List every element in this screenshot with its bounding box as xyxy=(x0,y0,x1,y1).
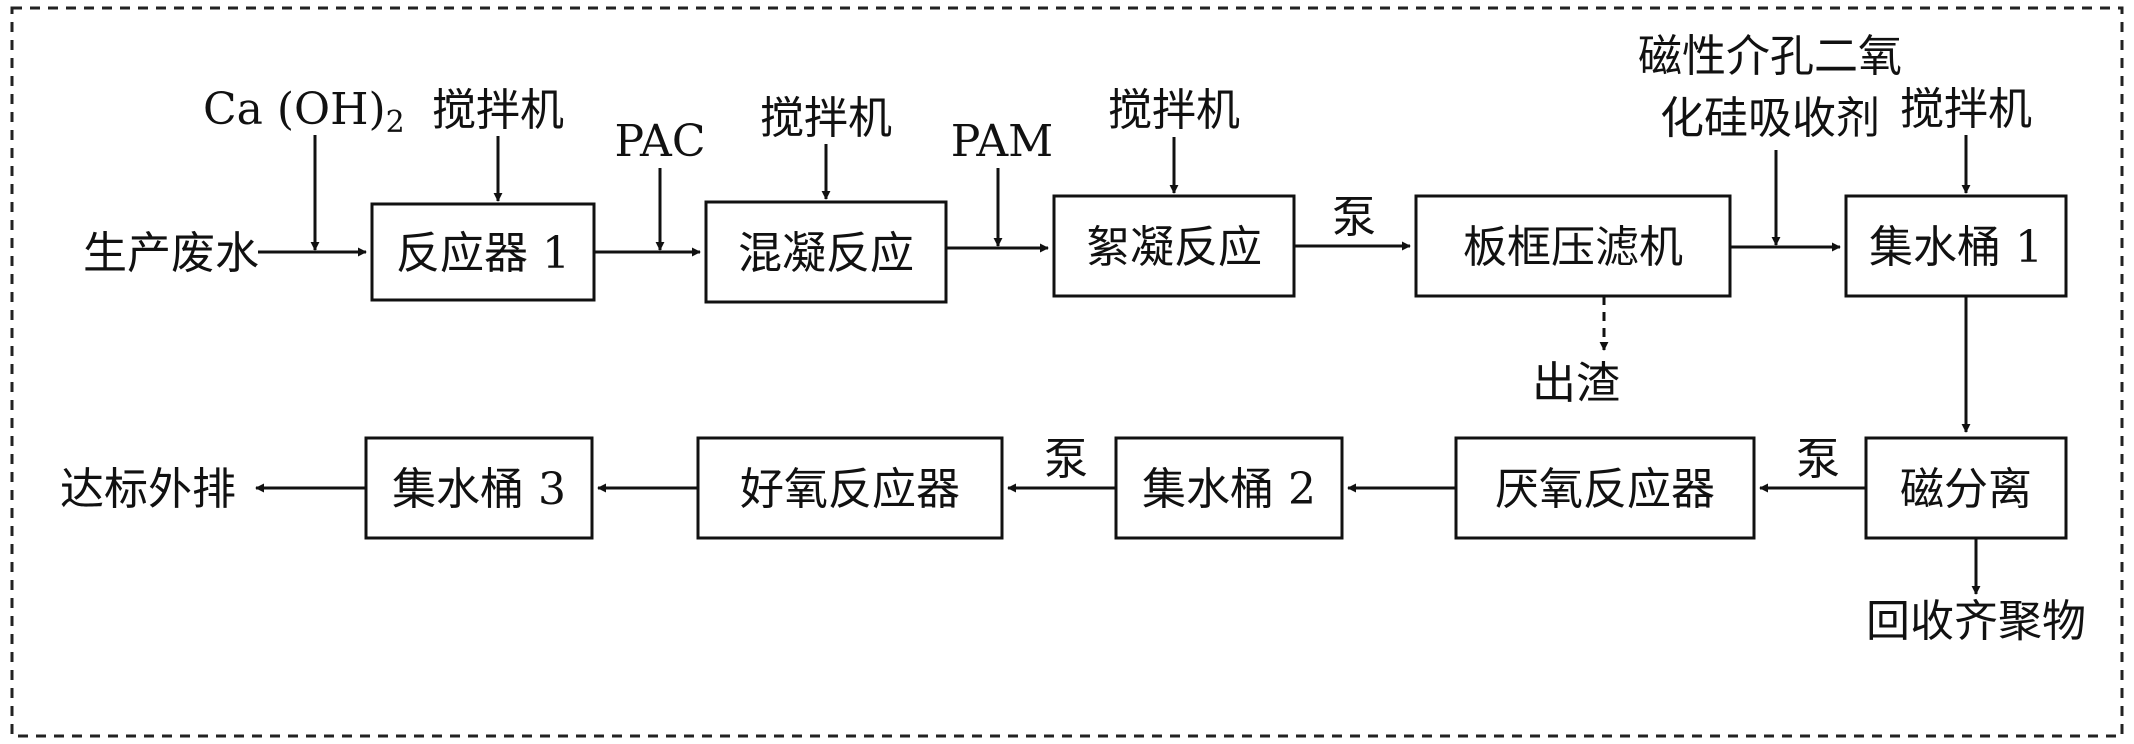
pam-label: PAM xyxy=(951,116,1053,167)
aerobic-box xyxy=(696,436,1004,540)
pump-label-1: 泵 xyxy=(1332,192,1376,243)
outer-frame xyxy=(10,6,2124,738)
tank-3-box xyxy=(364,436,594,540)
aerobic-label: 好氧反应器 xyxy=(740,464,960,515)
stirrer-label-4: 搅拌机 xyxy=(1900,84,2032,135)
recovered-label: 回收齐聚物 xyxy=(1866,596,2086,647)
filter-press-label: 板框压滤机 xyxy=(1463,222,1683,273)
filter-press-box xyxy=(1414,194,1732,298)
wastewater-label: 生产废水 xyxy=(83,228,259,279)
flocculation-label: 絮凝反应 xyxy=(1086,222,1262,273)
stirrer-label-1: 搅拌机 xyxy=(432,85,564,136)
reactor-1-label: 反应器 1 xyxy=(396,228,570,279)
adsorbent-label-line1: 磁性介孔二氧 xyxy=(1638,31,1902,82)
pump-label-3: 泵 xyxy=(1044,434,1088,485)
coagulation-label: 混凝反应 xyxy=(738,228,914,279)
tank-2-label: 集水桶 2 xyxy=(1142,464,1316,515)
pump-label-2: 泵 xyxy=(1796,434,1840,485)
caoh2-label: Ca (OH)2 xyxy=(203,84,405,140)
pac-label: PAC xyxy=(614,116,705,167)
flocculation-box xyxy=(1052,194,1296,298)
magnetic-separation-box xyxy=(1864,436,2068,540)
magnetic-separation-label: 磁分离 xyxy=(1900,464,2032,515)
tank-3-label: 集水桶 3 xyxy=(392,464,566,515)
residue-label: 出渣 xyxy=(1532,358,1620,409)
anaerobic-label: 厌氧反应器 xyxy=(1495,464,1715,515)
tank-1-label: 集水桶 1 xyxy=(1869,222,2043,273)
coagulation-box xyxy=(704,200,948,304)
tank-2-box xyxy=(1114,436,1344,540)
adsorbent-label-line2: 化硅吸收剂 xyxy=(1660,93,1880,144)
reactor-1-box xyxy=(370,202,596,302)
discharge-label: 达标外排 xyxy=(60,464,236,515)
stirrer-label-2: 搅拌机 xyxy=(760,93,892,144)
tank-1-box xyxy=(1844,194,2068,298)
stirrer-label-3: 搅拌机 xyxy=(1108,85,1240,136)
anaerobic-box xyxy=(1454,436,1756,540)
